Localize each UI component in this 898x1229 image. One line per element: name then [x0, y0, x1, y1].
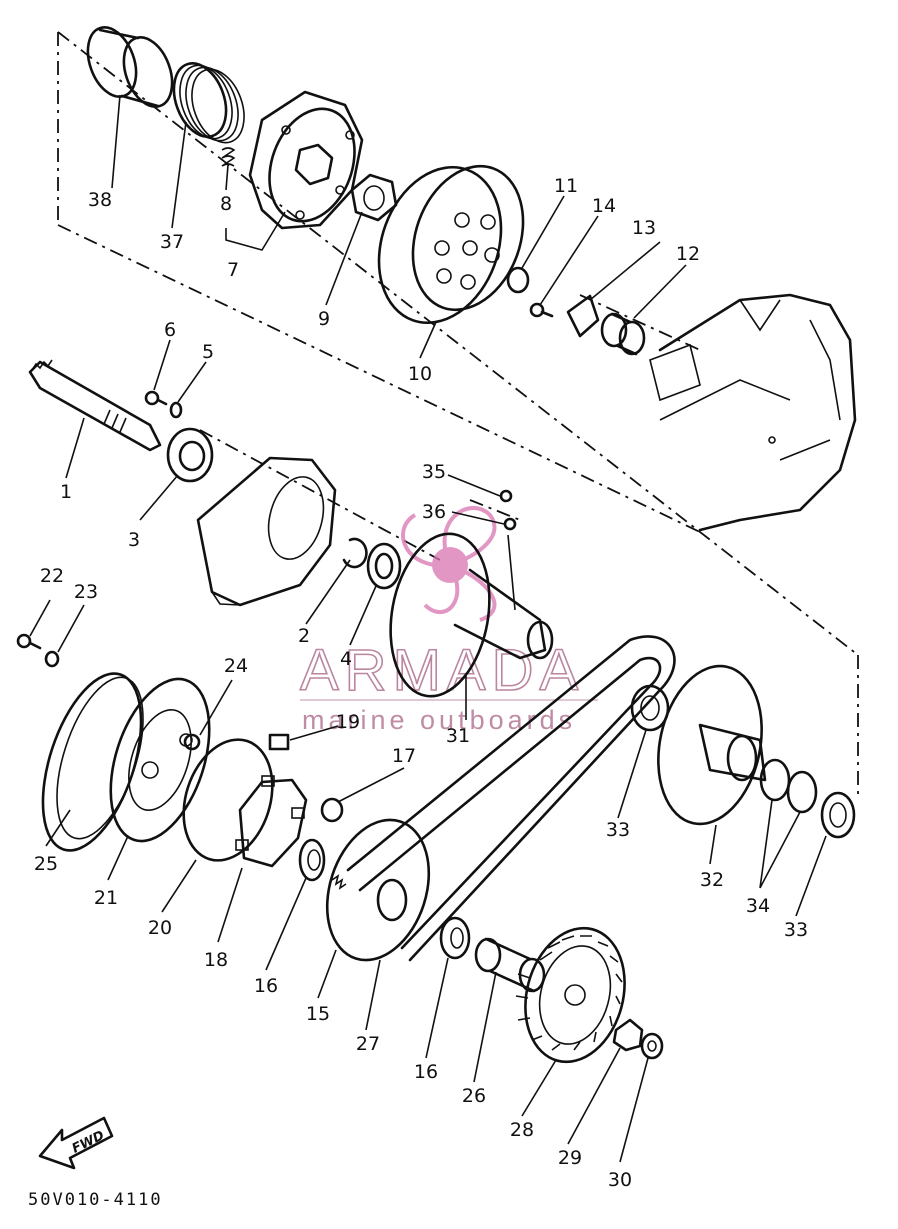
callout-1: 1: [60, 481, 72, 503]
part-35-pin: [499, 489, 513, 503]
part-13-plate: [566, 294, 600, 338]
callout-21: 21: [94, 887, 118, 909]
part-30-nut: [640, 1032, 664, 1060]
callout-3: 3: [128, 529, 140, 551]
callout-29: 29: [558, 1147, 582, 1169]
callout-28: 28: [510, 1119, 534, 1141]
callout-31: 31: [446, 725, 470, 747]
callout-labels: 1 2 3 4 5 6 7 8 9 10 11 12 13 14 15 16 1…: [34, 175, 808, 1191]
callout-38: 38: [88, 189, 112, 211]
part-31-sheave: [389, 532, 554, 698]
callout-33b: 33: [784, 919, 808, 941]
part-2-circlip: [342, 537, 368, 569]
callout-17: 17: [392, 745, 416, 767]
callout-15: 15: [306, 1003, 330, 1025]
part-3-oil-seal: [166, 427, 214, 483]
part-17-roller-weight: [320, 797, 344, 823]
part-16-oil-seal-a: [298, 838, 326, 882]
part-10-clutch-housing: [377, 164, 525, 325]
part-37-spring: [172, 62, 245, 144]
watermark-logo-icon: [401, 506, 497, 622]
callout-11: 11: [554, 175, 578, 197]
part-14-bolt: [529, 302, 554, 318]
watermark-brand: ARMADA: [300, 638, 584, 703]
part-36-pin: [503, 517, 517, 531]
part-21-cover: [109, 677, 211, 843]
part-33-washer-b: [820, 791, 856, 839]
callout-16a: 16: [254, 975, 278, 997]
part-24-plug: [183, 733, 201, 751]
part-33-washer-a: [630, 684, 670, 732]
part-32-secondary-sheave: [657, 664, 767, 826]
callout-13: 13: [632, 217, 656, 239]
callout-19: 19: [336, 711, 360, 733]
part-15-movable-sheave: [325, 818, 431, 962]
callout-32: 32: [700, 869, 724, 891]
callout-7: 7: [227, 259, 239, 281]
callout-34: 34: [746, 895, 770, 917]
gear-cover: [196, 456, 337, 607]
callout-36: 36: [422, 501, 446, 523]
reference-lines: [57, 31, 859, 800]
callout-30: 30: [608, 1169, 632, 1191]
part-8-small-spring: [221, 147, 236, 167]
part-22-bolt: [16, 633, 42, 650]
part-4-bearing: [366, 542, 402, 590]
part-28-fan-pulley: [515, 926, 626, 1064]
part-6-bolt: [144, 390, 168, 406]
part-12-collar: [600, 312, 646, 356]
part-18-cam-plate: [235, 775, 308, 868]
callout-10: 10: [408, 363, 432, 385]
diagram-code: 50V010-4110: [28, 1190, 163, 1210]
engine-crankcase: [649, 293, 857, 532]
callout-4: 4: [340, 648, 352, 670]
callout-2: 2: [298, 625, 310, 647]
part-25-gasket: [41, 672, 144, 852]
callout-35: 35: [422, 461, 446, 483]
callout-25: 25: [34, 853, 58, 875]
callout-26: 26: [462, 1085, 486, 1107]
part-11-nut: [506, 266, 530, 294]
part-1-shaft: [28, 359, 162, 452]
watermark: ARMADA marine outboards: [299, 506, 598, 735]
fwd-arrow-icon: FWD: [38, 1116, 114, 1170]
callout-14: 14: [592, 195, 616, 217]
callout-8: 8: [220, 193, 232, 215]
callout-9: 9: [318, 308, 330, 330]
callout-12: 12: [676, 243, 700, 265]
callout-37: 37: [160, 231, 184, 253]
part-19-slider: [268, 733, 290, 751]
callout-6: 6: [164, 319, 176, 341]
callout-27: 27: [356, 1033, 380, 1055]
callout-22: 22: [40, 565, 64, 587]
part-20-o-ring: [182, 738, 274, 862]
callout-33a: 33: [606, 819, 630, 841]
part-23-washer: [44, 650, 60, 668]
part-7-clutch-carrier: [248, 90, 364, 230]
callout-23: 23: [74, 581, 98, 603]
leader-lines: [29, 94, 827, 1163]
callout-5: 5: [202, 341, 214, 363]
part-29-washer: [612, 1018, 644, 1052]
watermark-tagline: marine outboards: [302, 705, 576, 735]
part-38-ring: [86, 26, 174, 108]
callout-24: 24: [224, 655, 248, 677]
part-34-o-rings: [759, 758, 818, 814]
callout-18: 18: [204, 949, 228, 971]
callout-16b: 16: [414, 1061, 438, 1083]
callout-20: 20: [148, 917, 172, 939]
part-5-washer: [169, 401, 183, 419]
part-16-oil-seal-b: [439, 916, 471, 960]
